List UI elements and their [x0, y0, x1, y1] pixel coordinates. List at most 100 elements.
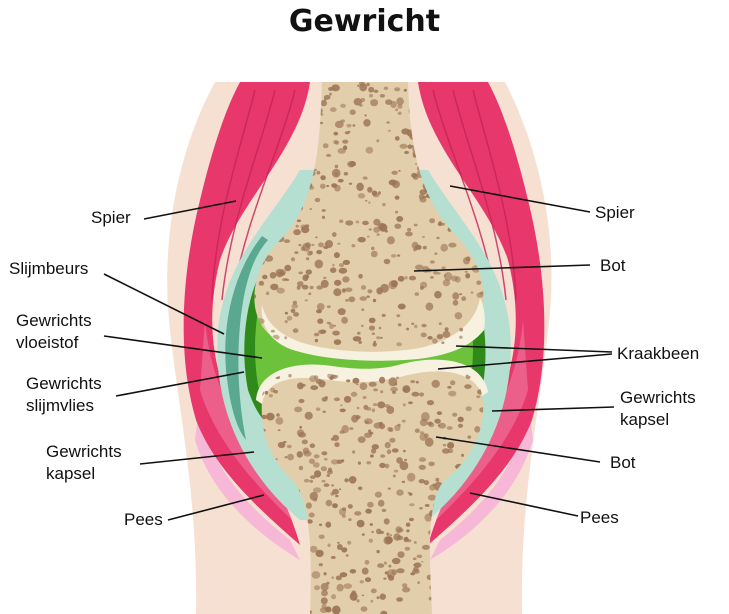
- bone-spot: [394, 424, 401, 431]
- bone-spot: [441, 341, 445, 345]
- bone-spot: [396, 216, 404, 222]
- bone-spot: [398, 170, 401, 172]
- bone-spot: [336, 459, 343, 464]
- bone-spot: [464, 270, 468, 273]
- bone-spot: [414, 292, 419, 296]
- label-kapsel-left-line2: kapsel: [46, 464, 96, 483]
- bone-spot: [277, 429, 281, 432]
- bone-spot: [314, 338, 319, 343]
- bone-spot: [380, 336, 383, 339]
- bone-spot: [333, 140, 338, 145]
- bone-spot: [357, 193, 366, 199]
- bone-spot: [371, 444, 379, 450]
- bone-spot: [365, 508, 372, 514]
- bone-spot: [314, 259, 324, 269]
- bone-spot: [320, 597, 328, 605]
- bone-spot: [339, 408, 346, 413]
- bone-spot: [396, 342, 402, 347]
- bone-spot: [333, 397, 340, 402]
- diagram-title: Gewricht: [288, 4, 441, 39]
- bone-spot: [264, 390, 269, 395]
- bone-spot: [366, 82, 370, 87]
- bone-spot: [342, 139, 349, 144]
- bone-spot: [393, 469, 399, 473]
- bone-spot: [333, 288, 342, 297]
- bone-spot: [320, 582, 329, 591]
- bone-spot: [296, 451, 303, 458]
- bone-spot: [356, 406, 360, 410]
- bone-spot: [315, 407, 321, 412]
- bone-spot: [304, 411, 313, 420]
- bone-spot: [314, 197, 321, 203]
- bone-spot: [316, 249, 323, 255]
- bone-spot: [336, 583, 344, 592]
- bone-spot: [464, 384, 472, 389]
- bone-spot: [349, 569, 357, 574]
- bone-spot: [305, 257, 310, 261]
- bone-spot: [352, 377, 360, 384]
- bone-spot: [275, 458, 278, 460]
- bone-spot: [412, 569, 420, 574]
- bone-spot: [313, 168, 317, 172]
- bone-spot: [435, 477, 440, 482]
- leader-kraakbeen-2: [437, 353, 613, 370]
- bone-spot: [346, 123, 352, 128]
- bone-spot: [303, 450, 312, 457]
- bone-spot: [476, 292, 484, 298]
- bone-spot: [331, 168, 341, 178]
- bone-spot: [414, 324, 418, 329]
- bone-spot: [314, 585, 320, 591]
- bone-spot: [305, 242, 311, 248]
- bone-spot: [315, 378, 323, 384]
- bone-spot: [349, 427, 354, 431]
- bone-spot: [367, 186, 373, 193]
- bone-spot: [350, 391, 358, 397]
- bone-spot: [269, 272, 277, 279]
- bone-spot: [470, 291, 474, 294]
- label-kapsel-right-line1: Gewrichts: [620, 388, 696, 407]
- bone-spot: [465, 273, 471, 279]
- leader-spier-right: [449, 185, 591, 213]
- bone-spot: [387, 427, 393, 432]
- bone-spot: [286, 444, 292, 449]
- bone-spot: [413, 248, 417, 252]
- bone-spot: [330, 459, 339, 465]
- bone-spot: [321, 589, 328, 597]
- bone-spot: [358, 273, 363, 279]
- bone-spot: [359, 296, 367, 301]
- bone-spot: [463, 257, 470, 265]
- bone-spot: [386, 236, 395, 245]
- bone-spot: [359, 382, 368, 391]
- label-kapsel-left-line1: Gewrichts: [46, 442, 122, 461]
- bone-spot: [370, 99, 379, 107]
- bone-spot: [451, 275, 458, 282]
- bone-spot: [430, 276, 434, 279]
- bone-spot: [408, 517, 414, 522]
- bone-spot: [441, 266, 446, 270]
- leader-pees-right: [469, 492, 579, 517]
- bone-spot: [376, 528, 382, 535]
- bone-spot: [339, 572, 348, 578]
- bone-spot: [352, 124, 356, 127]
- bone-spot: [307, 519, 313, 524]
- bone-spot: [331, 594, 337, 600]
- bone-spot: [370, 454, 374, 458]
- bone-spot: [364, 559, 370, 565]
- bone-spot: [332, 263, 335, 267]
- bone-spot: [332, 330, 340, 336]
- bone-spot: [295, 224, 299, 228]
- bone-spot: [438, 322, 442, 326]
- bone-spot: [268, 394, 273, 398]
- bone-spot: [355, 220, 360, 224]
- bone-spot: [419, 189, 428, 195]
- bone-spot: [361, 567, 369, 575]
- bone-spot: [418, 479, 425, 484]
- bone-spot: [440, 243, 449, 252]
- bone-spot: [335, 494, 339, 498]
- bone-spot: [386, 449, 392, 455]
- bone-spot: [298, 271, 304, 275]
- bone-spot: [387, 574, 393, 578]
- bone-spot: [397, 551, 405, 558]
- bone-spot: [356, 519, 365, 528]
- bone-spot: [414, 428, 420, 433]
